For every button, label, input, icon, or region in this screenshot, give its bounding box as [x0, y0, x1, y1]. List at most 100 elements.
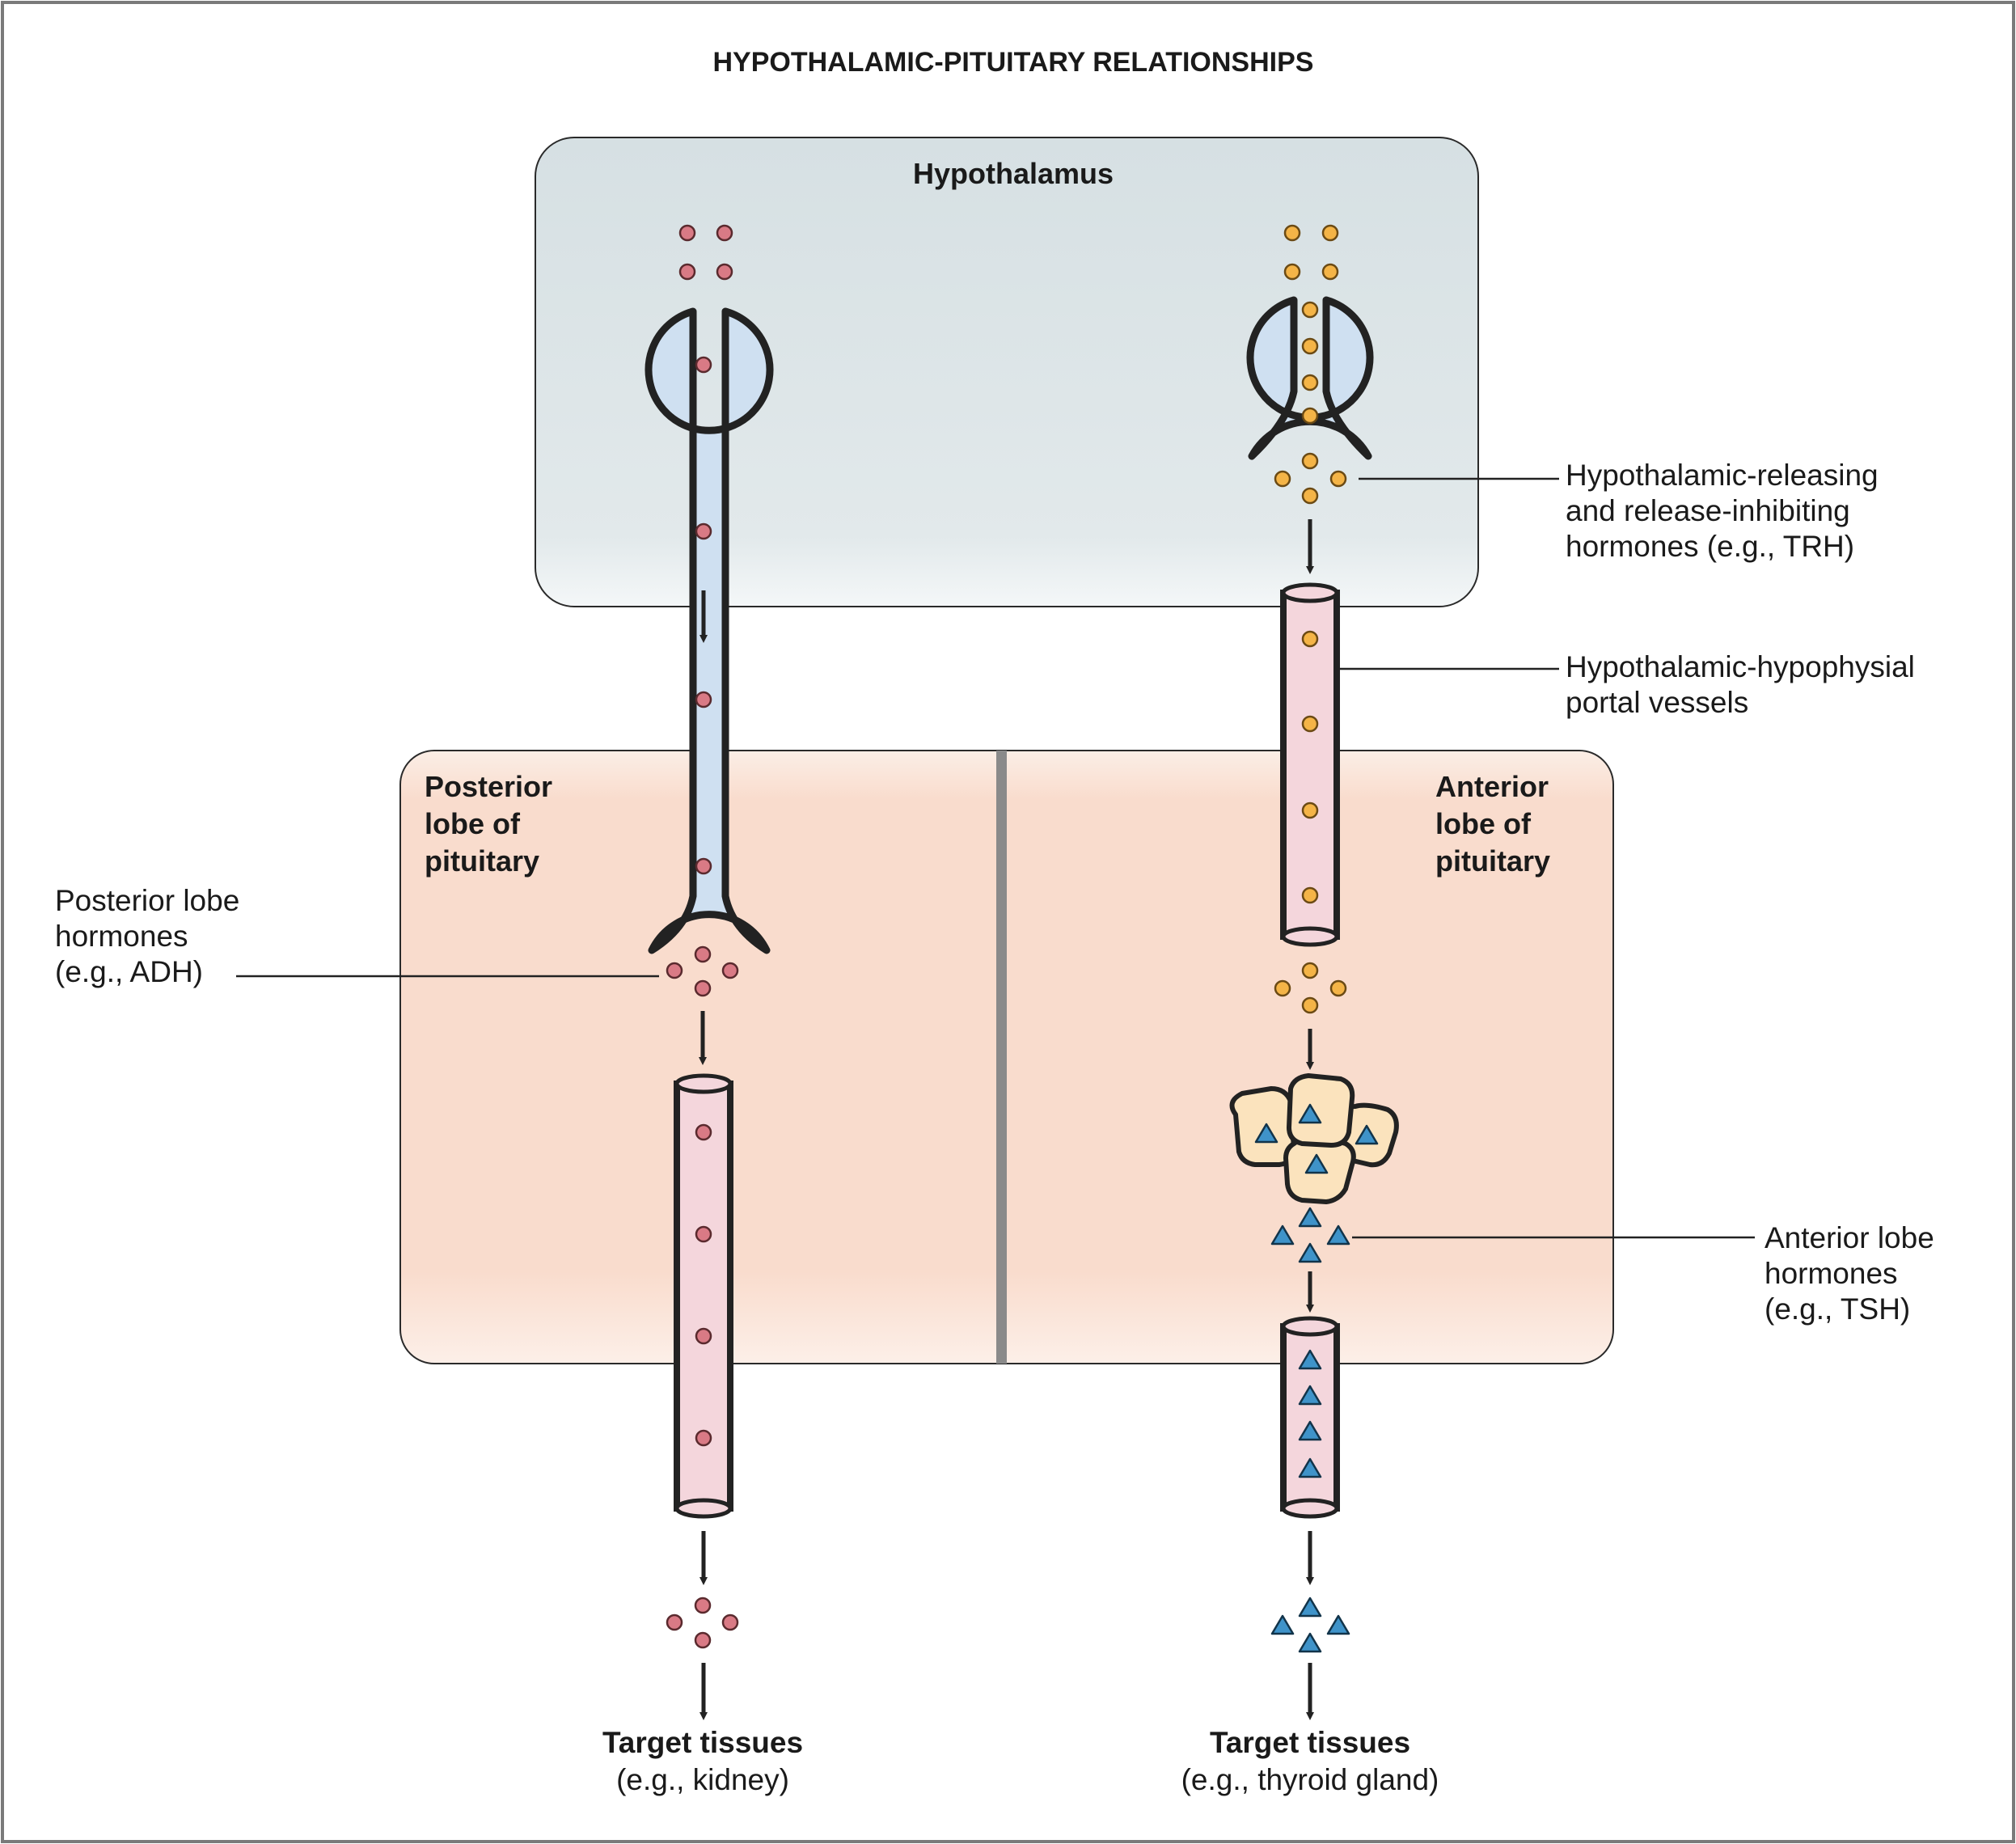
hormone-dot — [1274, 979, 1291, 997]
hormone-dot — [666, 1614, 683, 1631]
hormone-dot — [716, 224, 733, 242]
hormone-triangle — [1270, 1224, 1295, 1246]
tsh-release-cluster — [1270, 1207, 1350, 1263]
hormone-dot — [1283, 224, 1301, 242]
anterior-lobe-line-1: Anterior — [1435, 770, 1549, 803]
diagram-title: HYPOTHALAMIC-PITUITARY RELATIONSHIPS — [713, 47, 1314, 78]
hormone-dot — [678, 224, 696, 242]
cell-tsh-triangles — [1254, 1103, 1379, 1174]
hormone-dot — [695, 1225, 712, 1243]
hormone-dot — [721, 1614, 739, 1631]
hormone-dot — [694, 1631, 712, 1649]
neuron-releasing-hormones — [1283, 224, 1339, 425]
right-target-subtitle: (e.g., thyroid gland) — [1181, 1763, 1439, 1796]
adh-target-cluster — [666, 1597, 739, 1649]
hormone-triangle — [1270, 1614, 1295, 1635]
anterior-lobe-line-2: lobe of — [1435, 807, 1532, 840]
hormone-triangle — [1298, 1597, 1322, 1618]
anterior-lobe-line-3: pituitary — [1435, 844, 1550, 878]
hormone-dot — [1274, 470, 1291, 488]
hormone-triangle — [1298, 1632, 1322, 1653]
hormone-triangle — [1326, 1224, 1350, 1246]
hormone-dot — [716, 263, 733, 281]
portal-vessels-line-1: Hypothalamic-hypophysial — [1566, 650, 1915, 683]
releasing-hormones-line-3: hormones (e.g., TRH) — [1566, 530, 1854, 563]
systemic-blood-vessel — [1280, 1316, 1340, 1519]
hormone-dot — [666, 962, 683, 979]
hormone-dot — [1301, 407, 1319, 425]
portal-vessel — [1280, 582, 1340, 947]
hormone-dot — [695, 1429, 712, 1447]
left-target-title: Target tissues — [602, 1726, 803, 1759]
lobe-divider — [996, 751, 1007, 1364]
posterior-hormones-line-2: hormones — [55, 920, 188, 953]
posterior-neuron — [645, 307, 774, 954]
posterior-lobe-line-3: pituitary — [425, 844, 539, 878]
hormone-dot — [1301, 487, 1319, 505]
posterior-lobe-label: Posterior lobe of pituitary — [425, 770, 560, 878]
hypothalamus-region — [535, 137, 1479, 607]
anterior-hormones-line-3: (e.g., TSH) — [1765, 1292, 1910, 1326]
hormone-dot — [1321, 263, 1339, 281]
hormone-dot — [695, 522, 712, 540]
hormone-triangle — [1326, 1614, 1350, 1635]
hormone-dot — [1301, 452, 1319, 470]
hypothalamic-neuron — [1246, 296, 1374, 460]
hormone-dot — [695, 691, 712, 708]
trh-release-cluster — [1274, 452, 1347, 505]
posterior-blood-vessel — [674, 1073, 733, 1519]
anterior-lobe-label: Anterior lobe of pituitary — [1435, 770, 1557, 878]
hormone-triangle — [1298, 1103, 1322, 1124]
hormone-dot — [695, 356, 712, 374]
hormone-dot — [694, 979, 712, 997]
hormone-triangle — [1298, 1385, 1322, 1406]
hypothalamus-label: Hypothalamus — [913, 157, 1114, 190]
pituitary-cell — [1287, 1073, 1355, 1148]
hormone-dot — [1329, 979, 1347, 997]
hormone-triangle — [1254, 1123, 1278, 1144]
portal-vessels-label: Hypothalamic-hypophysial portal vessels — [1566, 650, 1923, 719]
hormone-dot — [695, 1327, 712, 1345]
anterior-hormones-label: Anterior lobe hormones (e.g., TSH) — [1765, 1221, 1942, 1326]
hormone-dot — [694, 945, 712, 963]
hormone-dot — [694, 1597, 712, 1614]
hormone-dot — [1301, 630, 1319, 648]
hormone-dot — [1283, 263, 1301, 281]
hormone-dot — [1301, 374, 1319, 391]
hormone-triangle — [1298, 1457, 1322, 1478]
posterior-hormones-line-3: (e.g., ADH) — [55, 955, 203, 988]
hormone-triangle — [1355, 1124, 1379, 1145]
hormone-dot — [1301, 886, 1319, 904]
tsh-target-cluster — [1270, 1597, 1350, 1653]
hormone-triangle — [1304, 1153, 1329, 1174]
hormone-dot — [1329, 470, 1347, 488]
hormone-dot — [721, 962, 739, 979]
releasing-hormones-line-2: and release-inhibiting — [1566, 494, 1850, 527]
posterior-neuron-hormones — [678, 224, 733, 875]
hormone-dot — [678, 263, 696, 281]
left-target-subtitle: (e.g., kidney) — [616, 1763, 789, 1796]
posterior-hormones-line-1: Posterior lobe — [55, 884, 239, 917]
hormone-dot — [695, 1123, 712, 1141]
releasing-hormones-line-1: Hypothalamic-releasing — [1566, 459, 1879, 492]
trh-portal-cluster — [1274, 962, 1347, 1014]
hormone-dot — [695, 857, 712, 875]
hormone-dot — [1301, 715, 1319, 733]
hormone-triangle — [1298, 1420, 1322, 1441]
posterior-lobe-line-1: Posterior — [425, 770, 552, 803]
vessel-tsh-triangles — [1298, 1349, 1322, 1478]
hormone-triangle — [1298, 1242, 1322, 1263]
hormone-dot — [1321, 224, 1339, 242]
portal-vessels-line-2: portal vessels — [1566, 686, 1748, 719]
adh-release-cluster — [666, 945, 739, 997]
hormone-dot — [1301, 301, 1319, 319]
posterior-lobe-line-2: lobe of — [425, 807, 521, 840]
hormone-dot — [1301, 962, 1319, 979]
vessel-hormones — [695, 1123, 712, 1447]
portal-vessel-hormones — [1301, 630, 1319, 904]
releasing-hormones-label: Hypothalamic-releasing and release-inhib… — [1566, 459, 1887, 563]
hormone-dot — [1301, 801, 1319, 819]
